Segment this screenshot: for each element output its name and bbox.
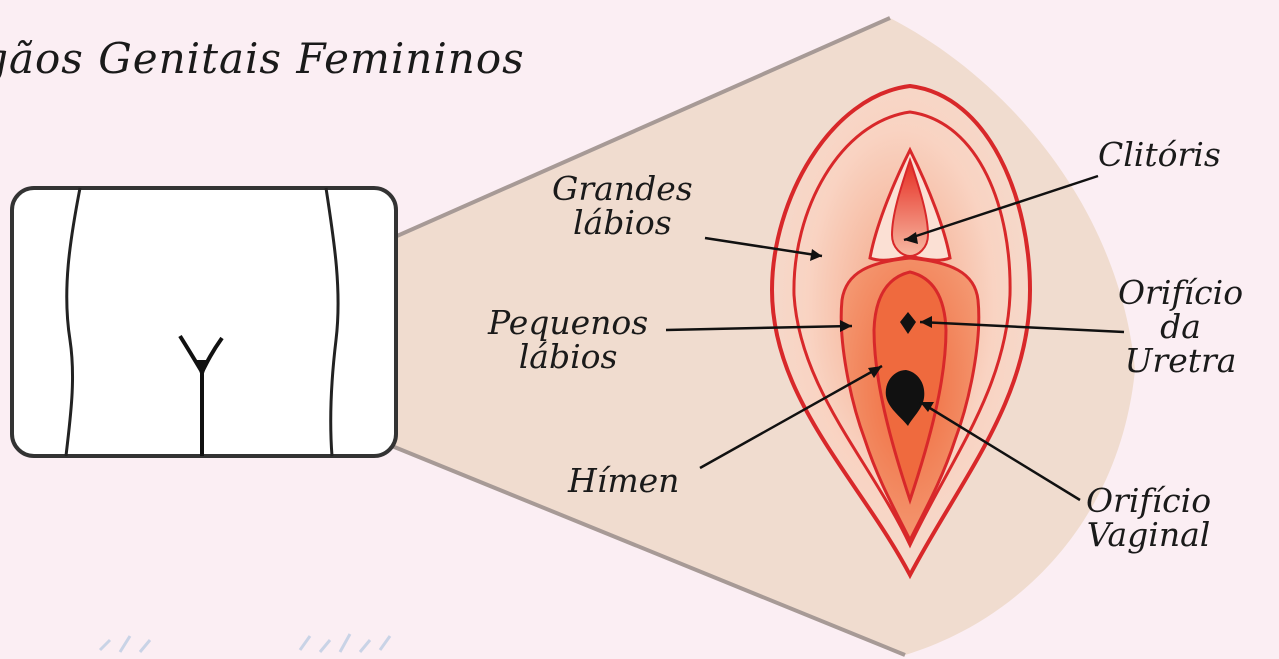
body-contour-right	[324, 187, 340, 457]
page-title: rgãos Genitais Femininos	[0, 34, 525, 83]
arrowhead-orificio-vaginal	[920, 402, 934, 412]
groin-mark	[196, 360, 208, 380]
leader-orificio-uretra	[919, 320, 1125, 334]
label-pequenos-labios: Pequenos lábios	[488, 303, 649, 376]
label-clitoris: Clitóris	[1098, 135, 1221, 174]
label-orificio-uretra: Orifício da Uretra	[1118, 273, 1244, 380]
arrowhead-orificio-uretra	[920, 316, 932, 328]
leader-himen	[699, 364, 883, 470]
label-orificio-vaginal: Orifício Vaginal	[1086, 481, 1212, 554]
body-contour-left	[64, 187, 82, 457]
label-grandes-labios: Grandes lábios	[552, 169, 693, 242]
leader-grandes-labios	[704, 236, 823, 258]
vaginal-opening	[885, 370, 925, 426]
arrowhead-grandes-labios	[810, 249, 822, 261]
arrowhead-pequenos-labios	[840, 320, 852, 332]
leader-clitoris	[903, 174, 1099, 242]
leader-pequenos-labios	[665, 324, 853, 332]
arrowhead-clitoris	[904, 232, 918, 244]
decorative-strokes	[98, 633, 392, 653]
arrowhead-himen	[868, 366, 882, 378]
label-himen: Hímen	[568, 461, 680, 500]
urethral-opening	[900, 312, 916, 334]
leader-orificio-vaginal	[919, 400, 1081, 502]
grandes-labios-inner-line	[792, 110, 1012, 549]
clitoris-shape	[890, 156, 930, 258]
